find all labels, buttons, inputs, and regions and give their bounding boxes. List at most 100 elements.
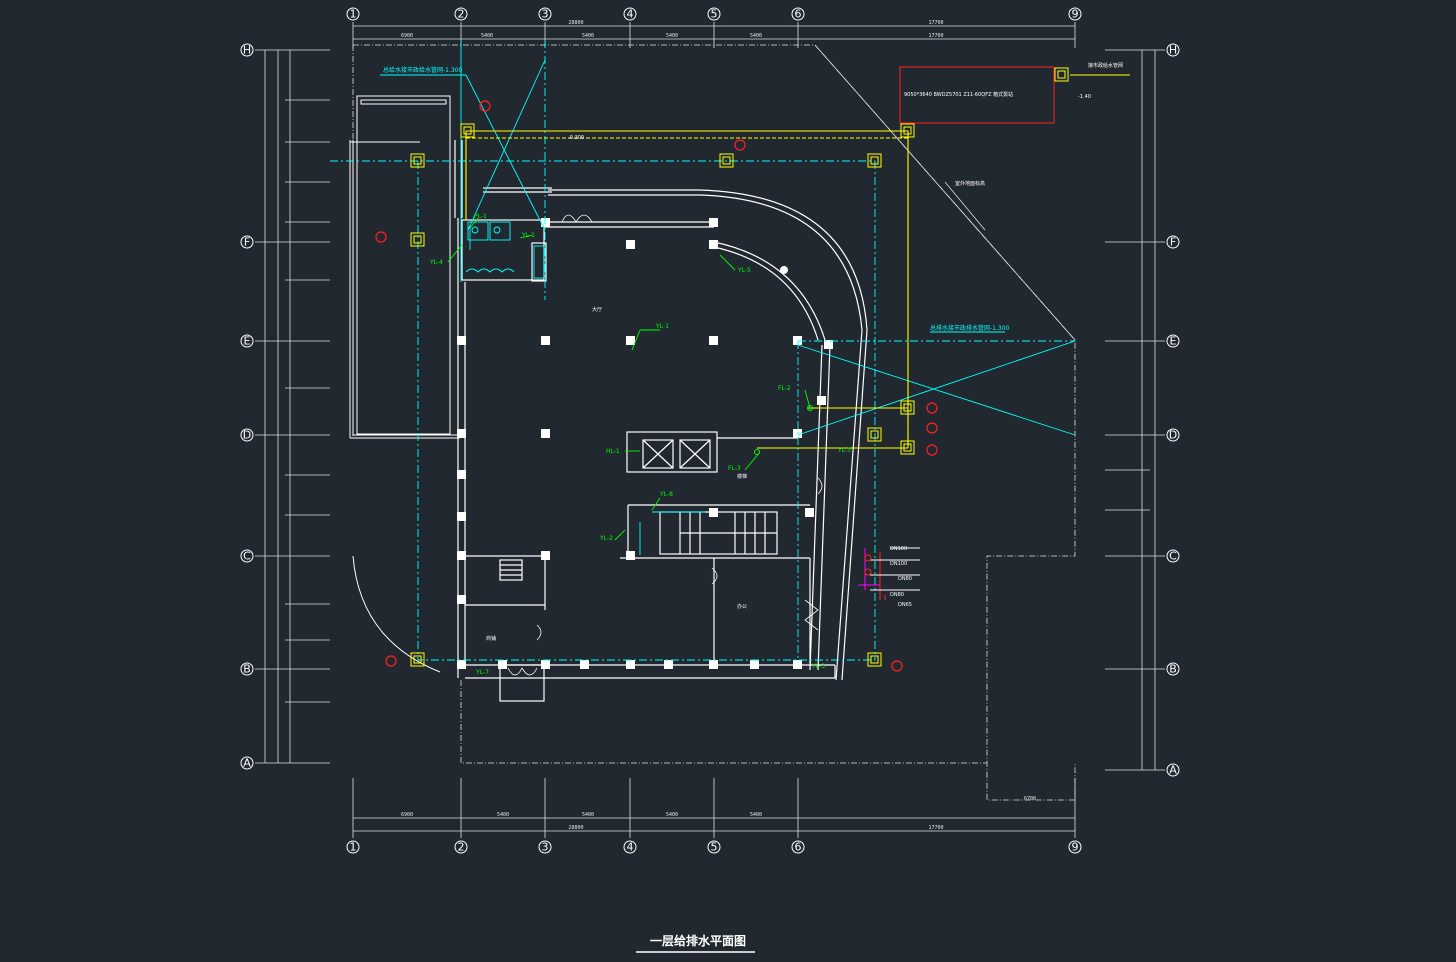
- note-top-right: 接市政给水管网: [1088, 62, 1123, 69]
- room-shop: 商铺: [486, 635, 496, 642]
- axis-bubble-col-3-bottom[interactable]: 3: [538, 840, 552, 854]
- svg-text:E: E: [1170, 335, 1177, 348]
- axis-bubble-row-B-right[interactable]: B: [1166, 662, 1180, 676]
- axis-bubble-row-F-right[interactable]: F: [1166, 235, 1180, 249]
- svg-text:D: D: [243, 429, 251, 442]
- axis-bubble-row-C-right[interactable]: C: [1166, 549, 1180, 563]
- valve-group: [858, 547, 920, 600]
- axis-bubble-col-4-bottom[interactable]: 4: [623, 840, 637, 854]
- svg-text:5: 5: [711, 8, 718, 21]
- dimension-values: 28800 17700 6900 5400 5400 5400 5400 177…: [401, 20, 1036, 831]
- axis-bubble-row-E[interactable]: E: [240, 334, 254, 348]
- svg-text:9050*3640 BWDZ5701 Z11-60QFZ 箱: 9050*3640 BWDZ5701 Z11-60QFZ 箱式泵站: [904, 91, 1013, 98]
- columns: [457, 218, 833, 669]
- svg-text:DN100: DN100: [890, 561, 907, 567]
- water-supply-pipes: [330, 40, 1075, 661]
- axis-bubble-row-C[interactable]: C: [240, 549, 254, 563]
- label-leaders: [447, 217, 811, 541]
- svg-text:6: 6: [795, 8, 802, 21]
- note-supply: 总给水接市政给水管网-1.300: [383, 66, 463, 74]
- svg-text:H: H: [243, 44, 251, 57]
- svg-text:9: 9: [1072, 841, 1079, 854]
- svg-text:3: 3: [542, 8, 549, 21]
- svg-text:A: A: [243, 757, 251, 770]
- room-hall: 大厅: [592, 306, 602, 313]
- pipe-label: YL-3: [811, 663, 825, 670]
- svg-text:B: B: [1169, 663, 1177, 676]
- pipe-label: PL-1: [474, 213, 487, 220]
- axis-bubbles: 1 2 3 4 5 6 9 1 2 3 4 5 6 9 H F E D C B …: [240, 7, 1180, 854]
- axis-bubble-col-1-bottom[interactable]: 1: [346, 840, 360, 854]
- axis-bubble-col-4[interactable]: 4: [623, 7, 637, 21]
- column-round: [780, 266, 788, 274]
- svg-text:4: 4: [627, 841, 634, 854]
- door-swings: [507, 214, 823, 676]
- svg-text:DN100: DN100: [890, 546, 907, 552]
- svg-text:H: H: [1169, 44, 1177, 57]
- axis-bubble-row-D[interactable]: D: [240, 428, 254, 442]
- axis-bubble-row-D-right[interactable]: D: [1166, 428, 1180, 442]
- svg-text:E: E: [244, 335, 251, 348]
- water-supply-solid: [380, 40, 1076, 555]
- pipe-node: [754, 449, 760, 455]
- note-drain: 总排水接市政排水管网-1.300: [930, 324, 1010, 332]
- svg-text:5: 5: [711, 841, 718, 854]
- note-top-right-level: -1.40: [1078, 94, 1091, 100]
- svg-text:DN80: DN80: [890, 592, 904, 598]
- annotations: 总给水接市政给水管网-1.300 总排水接市政排水管网-1.300 接市政给水管…: [383, 62, 1123, 642]
- drawing-title: 一层给排水平面图: [636, 933, 755, 953]
- room-office: 办公: [737, 603, 747, 610]
- dim-top-span: 5400: [481, 33, 493, 39]
- axis-bubble-row-B[interactable]: B: [240, 662, 254, 676]
- axis-bubble-col-6-bottom[interactable]: 6: [791, 840, 805, 854]
- svg-text:2: 2: [458, 841, 465, 854]
- axis-bubble-col-9[interactable]: 9: [1068, 7, 1082, 21]
- equipment-box[interactable]: 9050*3640 BWDZ5701 Z11-60QFZ 箱式泵站: [899, 66, 1055, 124]
- axis-bubble-col-6[interactable]: 6: [791, 7, 805, 21]
- dim-top-right: 17700: [928, 33, 943, 39]
- svg-text:6: 6: [795, 841, 802, 854]
- dim-top-span: 5400: [750, 33, 762, 39]
- svg-text:DN80: DN80: [898, 576, 912, 582]
- red-markers: [375, 100, 938, 672]
- pipe-label: YL-3: [837, 447, 851, 454]
- axis-bubble-row-H-right[interactable]: H: [1166, 43, 1180, 57]
- svg-text:1: 1: [350, 8, 357, 21]
- note-slope: 室外地面标高: [955, 180, 985, 187]
- svg-text:C: C: [243, 550, 251, 563]
- site-boundary: [352, 44, 1076, 801]
- svg-text:F: F: [1170, 236, 1176, 249]
- axis-bubble-col-5-bottom[interactable]: 5: [707, 840, 721, 854]
- pipe-label: YL-2: [599, 535, 613, 542]
- axis-bubble-row-E-right[interactable]: E: [1166, 334, 1180, 348]
- axis-bubble-col-2-bottom[interactable]: 2: [454, 840, 468, 854]
- pipe-label: YL-7: [475, 669, 489, 676]
- svg-text:3: 3: [542, 841, 549, 854]
- axis-bubble-col-3[interactable]: 3: [538, 7, 552, 21]
- axis-bubble-col-2[interactable]: 2: [454, 7, 468, 21]
- axis-bubble-row-A[interactable]: A: [240, 756, 254, 770]
- axis-bubble-row-H[interactable]: H: [240, 43, 254, 57]
- dim-top-total-left: 28800: [568, 20, 583, 26]
- svg-text:A: A: [1169, 764, 1177, 777]
- axis-bubble-row-F[interactable]: F: [240, 235, 254, 249]
- svg-text:D: D: [1169, 429, 1177, 442]
- svg-text:9: 9: [1072, 8, 1079, 21]
- left-wing: [349, 95, 460, 673]
- axis-bubble-col-9-bottom[interactable]: 9: [1068, 840, 1082, 854]
- dim-bottom-span: 5400: [497, 812, 509, 818]
- dim-top-total-right: 17700: [928, 20, 943, 26]
- axis-bubble-col-5[interactable]: 5: [707, 7, 721, 21]
- pipe-label: FL-3: [728, 465, 741, 472]
- room-stair: 楼梯: [737, 473, 747, 480]
- pipe-label: YL-1: [655, 323, 669, 330]
- pipe-labels: PL-1 YL-1 YL-4 YL-5 YL-1 FL-2 FL-3 HL-1 …: [429, 213, 851, 676]
- svg-text:F: F: [244, 236, 250, 249]
- building-walls: [454, 140, 868, 702]
- dim-bottom-span: 5400: [582, 812, 594, 818]
- inspection-wells: [410, 67, 1069, 667]
- axis-bubble-col-1[interactable]: 1: [346, 7, 360, 21]
- axis-bubble-row-A-right[interactable]: A: [1166, 763, 1180, 777]
- note-level: -0.300: [568, 135, 584, 141]
